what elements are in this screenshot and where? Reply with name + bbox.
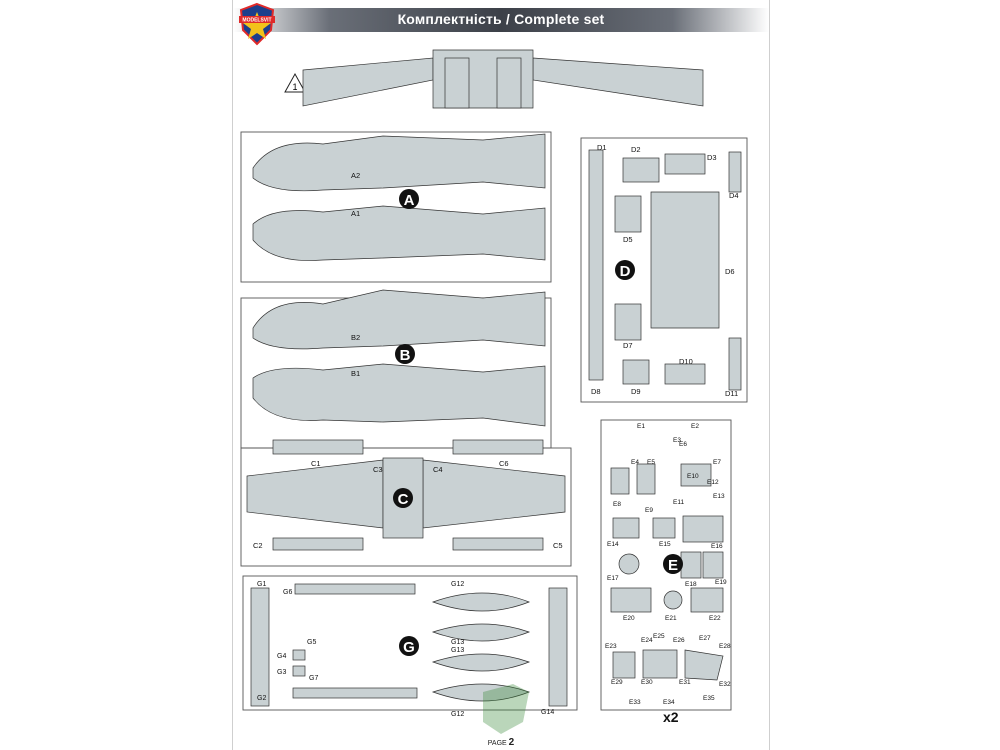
sprue-g: G1 G2 G3 G4 G5 G6 G7 G12 G13 G13 G12 G14…	[242, 575, 578, 718]
svg-text:D3: D3	[707, 153, 717, 162]
svg-text:D: D	[620, 263, 631, 280]
svg-text:A1: A1	[351, 209, 360, 218]
svg-text:E22: E22	[709, 615, 721, 622]
sprue-e: E1 E2 E3 E4 E5 E6 E7 E8 E9 E10 E11 E12 E…	[600, 419, 732, 725]
wing-upper-part	[302, 49, 704, 109]
svg-text:E31: E31	[679, 679, 691, 686]
svg-text:D8: D8	[591, 387, 601, 396]
svg-text:E15: E15	[659, 541, 671, 548]
svg-text:G3: G3	[277, 669, 286, 676]
svg-text:D6: D6	[725, 267, 735, 276]
svg-text:B1: B1	[351, 369, 360, 378]
svg-text:G14: G14	[541, 709, 554, 716]
svg-text:E23: E23	[605, 643, 617, 650]
svg-text:C6: C6	[499, 459, 509, 468]
svg-text:G12: G12	[451, 581, 464, 588]
svg-text:D5: D5	[623, 235, 633, 244]
sprue-c: C1 C3 C4 C6 C2 C5 C	[240, 439, 572, 567]
sprue-a: A2 A1 A	[240, 131, 552, 283]
svg-text:C4: C4	[433, 465, 443, 474]
svg-text:G2: G2	[257, 695, 266, 702]
svg-text:B2: B2	[351, 333, 360, 342]
svg-text:D11: D11	[725, 389, 738, 398]
svg-text:G12: G12	[451, 711, 464, 718]
svg-text:E25: E25	[653, 633, 665, 640]
svg-text:D9: D9	[631, 387, 641, 396]
svg-text:C2: C2	[253, 541, 263, 550]
svg-text:C: C	[398, 491, 409, 508]
svg-text:E5: E5	[647, 459, 655, 466]
svg-text:E7: E7	[713, 459, 721, 466]
page-label: PAGE	[487, 740, 507, 747]
svg-text:A: A	[404, 192, 415, 209]
svg-text:C3: C3	[373, 465, 383, 474]
svg-text:C1: C1	[311, 459, 321, 468]
svg-text:E14: E14	[607, 541, 619, 548]
svg-text:x2: x2	[663, 709, 679, 725]
svg-text:G4: G4	[277, 653, 286, 660]
svg-text:E27: E27	[699, 635, 711, 642]
svg-text:B: B	[400, 347, 411, 364]
svg-text:MODELSVIT: MODELSVIT	[242, 18, 271, 24]
svg-text:E8: E8	[613, 501, 621, 508]
svg-text:E: E	[668, 557, 678, 574]
svg-text:D2: D2	[631, 145, 641, 154]
svg-text:G7: G7	[309, 675, 318, 682]
svg-text:E34: E34	[663, 699, 675, 706]
svg-text:G6: G6	[283, 589, 292, 596]
sprue-b: B2 B1 B	[240, 289, 552, 449]
svg-text:E10: E10	[687, 473, 699, 480]
instruction-page: Комплектність / Complete set MODELSVIT .…	[232, 0, 770, 750]
svg-text:E29: E29	[611, 679, 623, 686]
page-header: Комплектність / Complete set	[233, 8, 769, 32]
sprue-diagram: .pf { fill:#c9d1d3; stroke:#333; stroke-…	[240, 49, 748, 734]
svg-text:E19: E19	[715, 579, 727, 586]
page-footer: PAGE 2	[233, 737, 769, 748]
svg-text:D7: D7	[623, 341, 633, 350]
svg-text:E30: E30	[641, 679, 653, 686]
svg-text:E17: E17	[607, 575, 619, 582]
watermark	[483, 684, 529, 734]
svg-text:E11: E11	[673, 499, 684, 506]
svg-text:G13: G13	[451, 639, 464, 646]
svg-text:G5: G5	[307, 639, 316, 646]
note-triangle: 1	[284, 72, 306, 93]
svg-text:E28: E28	[719, 643, 731, 650]
svg-text:G: G	[403, 639, 415, 656]
svg-text:A2: A2	[351, 171, 360, 180]
page-title: Комплектність / Complete set	[397, 11, 605, 27]
svg-text:E18: E18	[685, 581, 697, 588]
svg-text:E21: E21	[665, 615, 677, 622]
svg-text:E9: E9	[645, 507, 653, 514]
svg-text:E35: E35	[703, 695, 715, 702]
svg-text:E20: E20	[623, 615, 635, 622]
svg-text:E4: E4	[631, 459, 639, 466]
svg-text:E1: E1	[637, 423, 645, 430]
page-number: 2	[508, 737, 515, 748]
svg-text:E12: E12	[707, 479, 719, 486]
svg-text:D4: D4	[729, 191, 739, 200]
svg-text:E33: E33	[629, 699, 641, 706]
svg-text:G1: G1	[257, 581, 266, 588]
svg-text:G13: G13	[451, 647, 464, 654]
svg-text:C5: C5	[553, 541, 563, 550]
svg-text:E26: E26	[673, 637, 685, 644]
svg-text:1: 1	[292, 82, 297, 92]
svg-text:E32: E32	[719, 681, 731, 688]
brand-logo: MODELSVIT	[237, 2, 277, 46]
svg-text:E3: E3	[673, 437, 681, 444]
svg-text:E2: E2	[691, 423, 699, 430]
svg-text:E6: E6	[679, 441, 687, 448]
svg-text:D1: D1	[597, 143, 607, 152]
svg-text:D10: D10	[679, 357, 693, 366]
sprue-d: D1 D2 D3 D4 D5 D6 D7 D8 D9 D10 D11 D	[580, 137, 748, 403]
svg-text:E24: E24	[641, 637, 653, 644]
svg-text:E16: E16	[711, 543, 723, 550]
svg-text:E13: E13	[713, 493, 725, 500]
